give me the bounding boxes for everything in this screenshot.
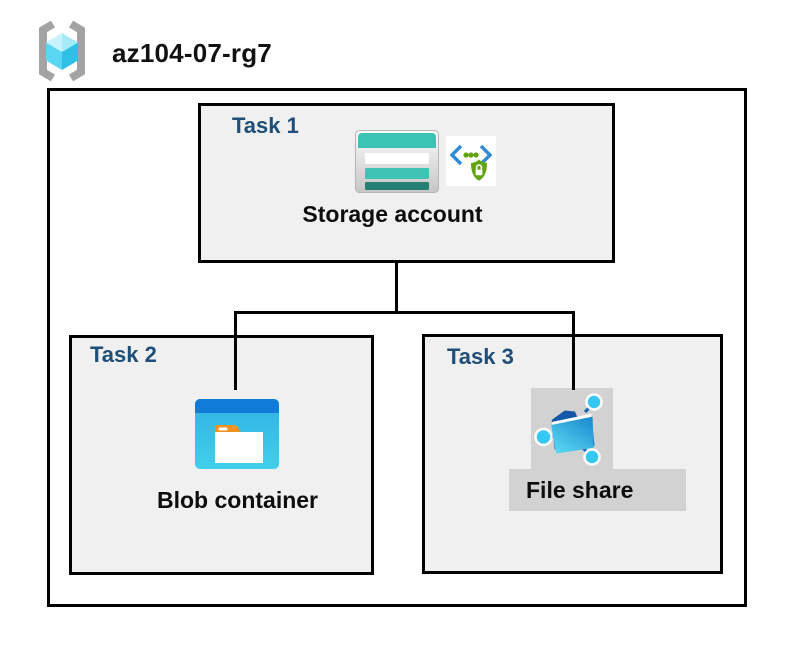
task1-box: Task 1 Storage account bbox=[198, 103, 615, 263]
storage-account-label: Storage account bbox=[302, 201, 483, 227]
blob-container-icon bbox=[195, 399, 279, 469]
task2-label: Task 2 bbox=[90, 342, 157, 367]
resource-group-header bbox=[30, 20, 94, 82]
file-share-icon bbox=[534, 393, 603, 466]
task1-label: Task 1 bbox=[232, 113, 299, 138]
connector-to-file-share bbox=[572, 311, 575, 390]
api-security-lock-icon bbox=[446, 136, 496, 186]
connector-horizontal bbox=[234, 311, 575, 314]
task3-box: Task 3 File share bbox=[422, 334, 723, 574]
resource-group-name: az104-07-rg7 bbox=[112, 38, 272, 68]
file-share-label: File share bbox=[509, 469, 686, 511]
resource-group-icon bbox=[39, 20, 85, 82]
task2-box: Task 2 Blob container bbox=[69, 335, 374, 575]
connector-storage-stem bbox=[395, 263, 398, 314]
task3-label: Task 3 bbox=[447, 344, 514, 369]
storage-account-icon bbox=[355, 130, 439, 193]
connector-to-blob-container bbox=[234, 311, 237, 390]
blob-container-label: Blob container bbox=[156, 487, 318, 513]
